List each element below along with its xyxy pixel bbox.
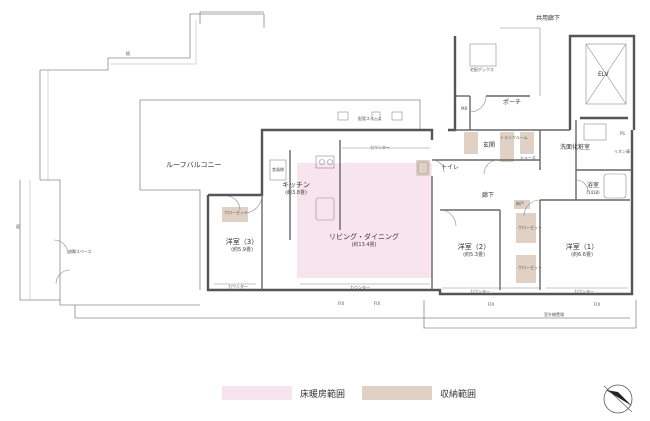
label-pipe-area: 配管スペース	[358, 116, 382, 121]
label-pipe-space: PS	[620, 131, 625, 136]
room-western3-area: (約5.9畳)	[231, 247, 253, 254]
legend-floor-heating: 床暖房範囲	[222, 386, 345, 400]
roof-balcony-outline	[19, 11, 637, 329]
compass-icon	[603, 384, 633, 414]
label-elv: ELV	[598, 71, 609, 78]
label-closet-1: クローゼット	[518, 265, 542, 270]
label-common-corridor: 共用廊下	[536, 15, 561, 22]
label-fix-1: FIX	[338, 301, 345, 306]
room-western3-name: 洋室（3）	[225, 238, 259, 246]
label-counter-3: カウンター	[228, 284, 248, 289]
room-western1-name: 洋室（1）	[565, 243, 599, 251]
room-western-3: 洋室（3） (約5.9畳)	[220, 238, 264, 254]
label-outdoor-unit: 室外機置場	[544, 312, 564, 317]
label-hallway: 廊下	[482, 192, 495, 199]
balcony-edge	[29, 20, 197, 300]
room-western-1: 洋室（1） (約6.6畳)	[558, 243, 606, 259]
label-entrance: 玄関	[483, 142, 496, 149]
label-closet-3: クローゼット	[224, 210, 248, 215]
label-shoes: シューズ	[520, 155, 536, 160]
room-western2-area: (約5.3畳)	[463, 252, 485, 259]
storage-areas	[222, 132, 536, 283]
door-swings	[53, 95, 589, 285]
room-western2-name: 洋室（2）	[457, 243, 491, 251]
floor-heating-area	[297, 163, 432, 278]
room-kitchen-area: (約3.8畳)	[285, 190, 307, 197]
label-porch: ポーチ	[503, 99, 522, 106]
label-fix-4: FIX	[594, 302, 601, 307]
room-bath: 浴室 (1418)	[580, 182, 606, 195]
label-fix-2: FIX	[374, 301, 381, 306]
legend-floor-heating-swatch	[222, 386, 292, 400]
label-toilet: トイレ	[441, 164, 460, 171]
label-roof-balcony: ルーフバルコニー	[166, 161, 222, 169]
label-fix-3: FIX	[488, 302, 495, 307]
label-counter-1: カウンター	[574, 289, 594, 294]
room-western1-area: (約6.6畳)	[571, 252, 593, 259]
detail-lines	[214, 27, 628, 289]
label-garden: 庭	[16, 224, 20, 229]
label-counter-2: カウンター	[470, 289, 490, 294]
room-kitchen: キッチン (約3.8畳)	[276, 181, 316, 197]
interior-walls	[261, 95, 632, 290]
walls	[206, 34, 636, 296]
legend-storage: 収納範囲	[362, 386, 476, 400]
room-bath-area: (1418)	[586, 190, 600, 196]
room-living-name: リビング・ダイニング	[329, 233, 399, 241]
label-washroom: 洗面化粧室	[560, 144, 591, 151]
label-evacuation: 避難スペース	[68, 249, 92, 254]
legend-storage-swatch	[362, 386, 432, 400]
label-planter: 植	[126, 51, 130, 56]
label-linen: リネン庫	[614, 149, 630, 154]
room-western-2: 洋室（2） (約5.3畳)	[452, 243, 496, 259]
label-pantry: 食器棚	[272, 167, 284, 172]
label-closet-2: クローゼット	[518, 225, 542, 230]
room-bath-name: 浴室	[586, 182, 599, 189]
label-counter-ld: カウンター	[350, 285, 370, 290]
legend-storage-label: 収納範囲	[440, 389, 477, 400]
label-delivery-box: 宅配ボックス	[470, 67, 494, 72]
label-storage: 納戸	[516, 201, 524, 206]
legend-floor-heating-label: 床暖房範囲	[300, 389, 346, 400]
label-counter-top: カウンター	[370, 145, 390, 150]
label-trunk-room: トランクルーム	[500, 135, 528, 140]
label-mb: MB	[461, 106, 468, 111]
room-living-area: (約13.4畳)	[351, 242, 377, 249]
room-living-dining: リビング・ダイニング (約13.4畳)	[318, 233, 410, 249]
room-kitchen-name: キッチン	[282, 181, 310, 189]
